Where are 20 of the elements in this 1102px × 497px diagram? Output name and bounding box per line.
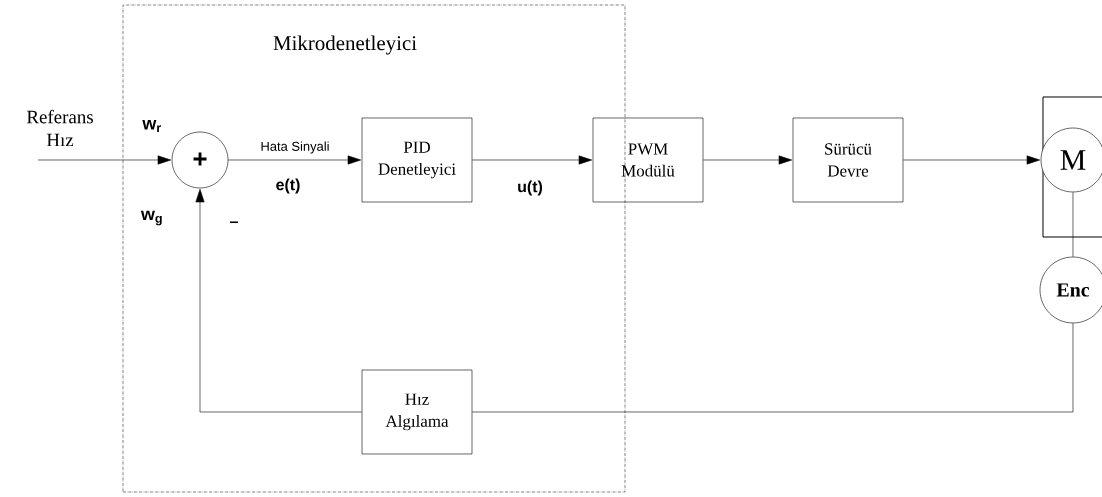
process-box: Hız Algılama [361,369,473,455]
connector-line [472,323,1074,413]
arrow [903,155,1040,165]
signal-label: e(t) [276,178,300,194]
sign-label: – [230,221,238,224]
process-box: PID Denetleyici [361,117,473,203]
arrow [228,155,362,165]
process-box: Sürücü Devre [792,117,904,203]
input-label: Referans Hız [26,109,93,147]
edge-label: Hata Sinyali [261,141,329,154]
summing-junction: + [171,131,229,189]
arrow [37,155,172,165]
connector-line [1072,192,1074,257]
arrow [472,155,592,165]
signal-label: w$_{r}$ [142,119,161,132]
process-box: PWM Modülü [592,117,704,203]
signal-label: w$_{g}$ [140,210,162,226]
arrow [703,155,792,165]
signal-label: u(t) [518,180,543,196]
arrow [195,189,362,413]
